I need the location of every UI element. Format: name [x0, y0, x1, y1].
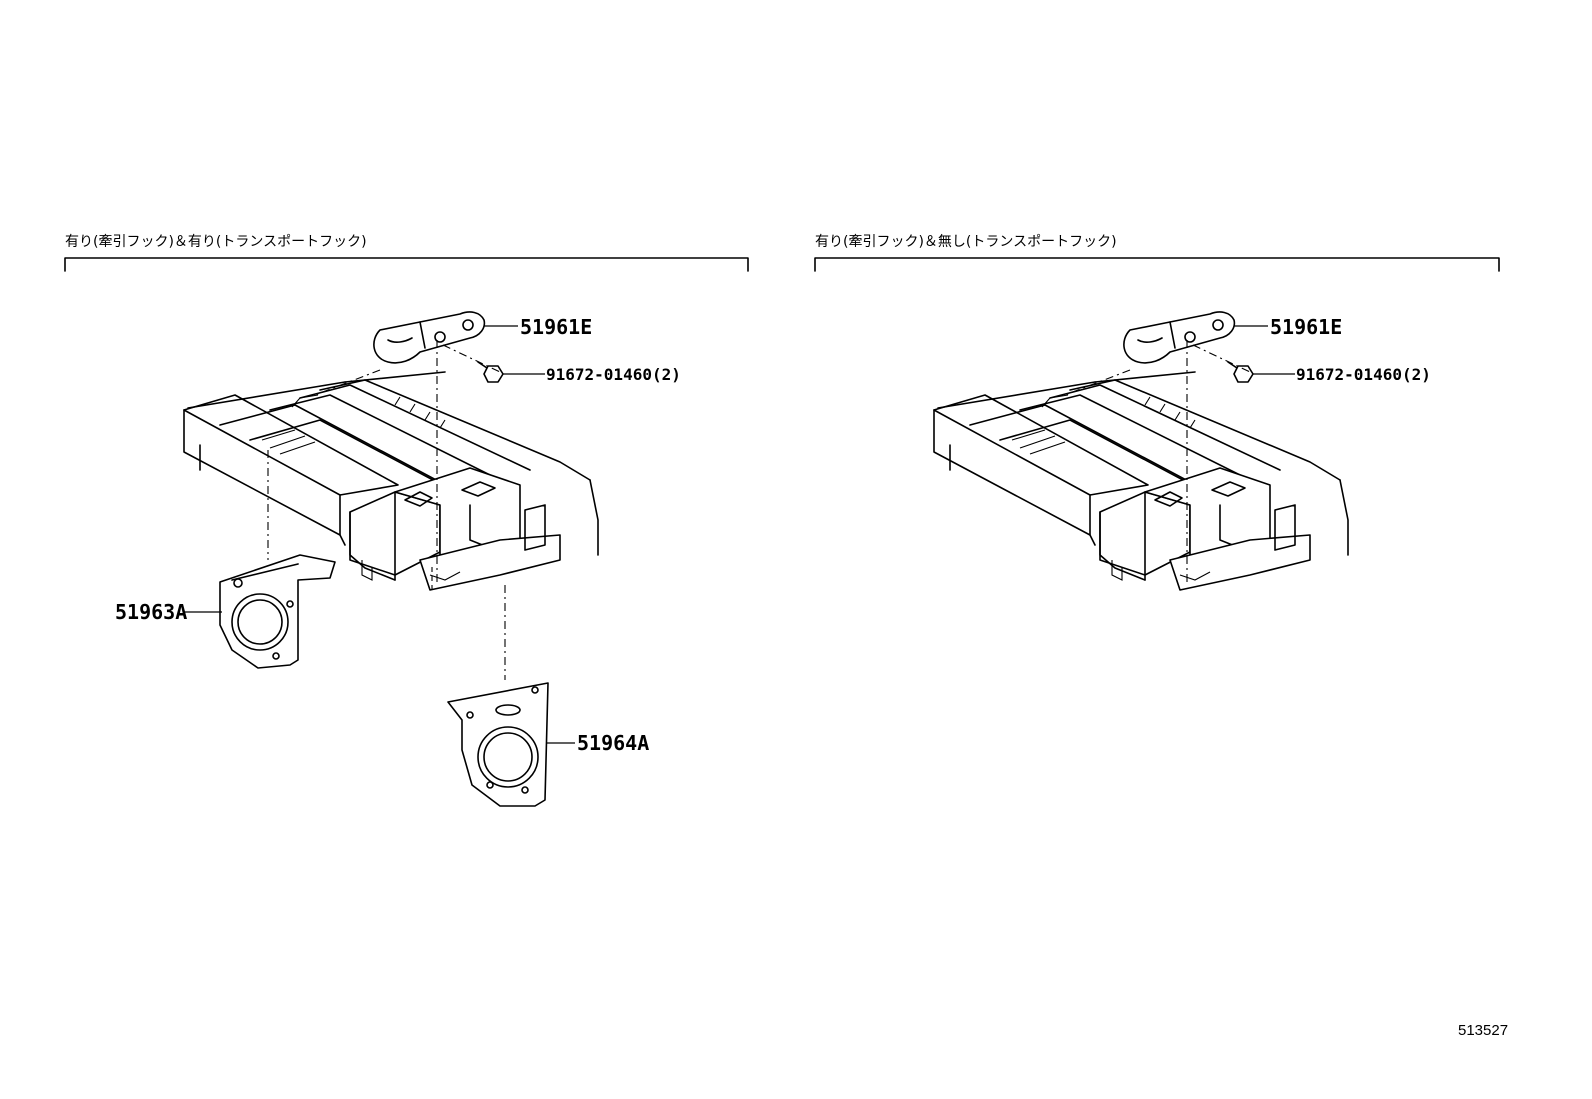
tow-hook — [373, 311, 486, 364]
section-title-right: 有り(牽引フック)＆無し(トランスポートフック) — [815, 233, 1117, 250]
part-label-hook-right: 51961E — [1270, 315, 1342, 339]
frame-assembly-right — [933, 371, 1349, 591]
section-bracket-left — [64, 257, 749, 272]
part-label-bolt-right: 91672-01460(2) — [1296, 365, 1431, 384]
bracket-a — [219, 554, 336, 669]
diagram-id: 513527 — [1458, 1022, 1508, 1039]
section-right: 有り(牽引フック)＆無し(トランスポートフック) 51961E 91672-01… — [814, 233, 1500, 591]
section-bracket-right — [814, 257, 1500, 272]
bracket-b — [447, 682, 549, 807]
tow-hook-right — [1123, 311, 1236, 364]
section-left: 有り(牽引フック)＆有り(トランスポートフック) 51961E 91672-01… — [64, 233, 749, 807]
frame-assembly — [183, 371, 599, 591]
part-label-bracket-b: 51964A — [577, 731, 649, 755]
part-label-hook: 51961E — [520, 315, 592, 339]
part-label-bolt: 91672-01460(2) — [546, 365, 681, 384]
section-title-left: 有り(牽引フック)＆有り(トランスポートフック) — [65, 233, 367, 250]
bolt-icon-right — [1227, 361, 1254, 383]
bolt-icon — [477, 361, 504, 383]
part-label-bracket-a: 51963A — [115, 600, 187, 624]
